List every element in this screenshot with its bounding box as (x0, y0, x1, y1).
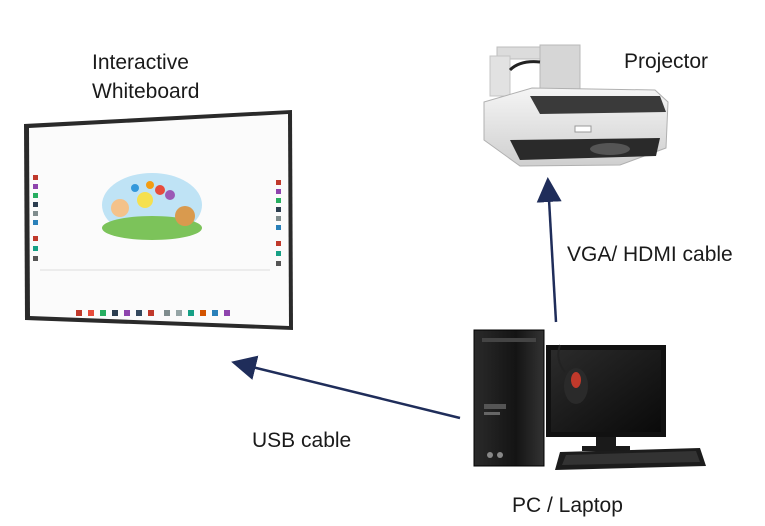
usb-cable-label: USB cable (252, 429, 352, 452)
whiteboard-bottom-toolbar (76, 310, 230, 316)
vga-hdmi-cable-arrow (536, 177, 562, 323)
whiteboard-image (24, 110, 293, 330)
usb-cable-arrow (231, 355, 461, 420)
vga-hdmi-cable-label: VGA/ HDMI cable (567, 243, 733, 266)
mouse-image (557, 344, 588, 404)
pc-laptop-label: PC / Laptop (512, 494, 623, 517)
whiteboard-right-toolbar (276, 180, 281, 266)
whiteboard-left-toolbar (33, 175, 38, 261)
projector-image (483, 44, 669, 167)
keyboard-image (555, 448, 706, 470)
pc-tower-image (473, 329, 545, 467)
projector-label: Projector (624, 50, 709, 73)
whiteboard-label-line1: Interactive (92, 51, 189, 74)
whiteboard-label-line2: Whiteboard (92, 80, 200, 103)
whiteboard-cartoon-image (102, 173, 202, 240)
monitor-image (546, 345, 666, 451)
